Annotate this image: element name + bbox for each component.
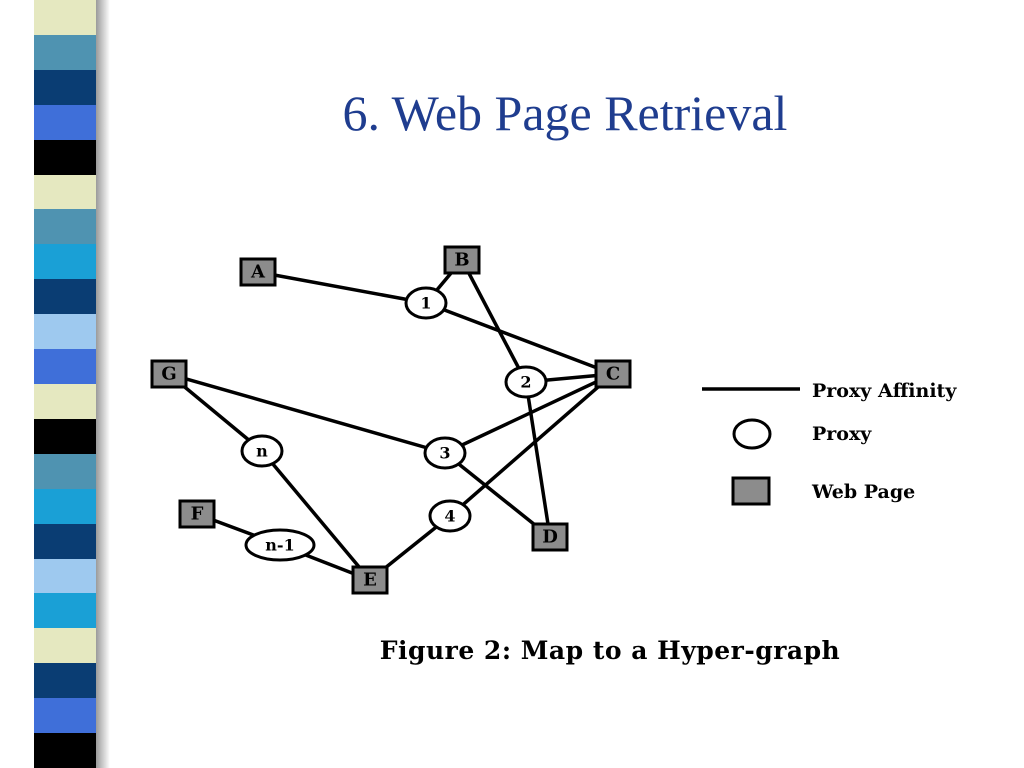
web-page-square (150, 359, 188, 389)
edge-B-p2 (460, 259, 528, 383)
stripe-segment (34, 698, 96, 734)
stripe-segment (34, 69, 96, 105)
proxy-node-p4: 4 (428, 499, 472, 533)
edge-pn-E (260, 449, 372, 582)
proxy-circle (504, 365, 548, 399)
slide-title: 6. Web Page Retrieval (342, 85, 788, 141)
legend-web-page-square (731, 476, 771, 506)
stripe-segment (34, 104, 96, 140)
proxy-label: 4 (444, 507, 455, 526)
proxy-node-p1: 1 (404, 286, 448, 320)
web-page-label: D (542, 527, 558, 548)
proxy-label: n-1 (265, 536, 294, 555)
edge-p1-C (425, 301, 614, 376)
web-page-node-F: F (178, 499, 216, 529)
stripe-segment (34, 244, 96, 280)
web-page-label: C (606, 364, 620, 385)
edge-p3-C (444, 372, 614, 455)
edge-A-p1 (257, 270, 427, 305)
proxy-circle (423, 436, 467, 470)
decorative-stripe-bar (34, 0, 96, 768)
stripe-segment (34, 383, 96, 419)
legend-proxy-affinity-label: Proxy Affinity (812, 380, 957, 402)
stripe-segment (34, 418, 96, 454)
legend-proxy-label: Proxy (812, 423, 872, 445)
web-page-node-E: E (351, 565, 389, 595)
proxy-circle (404, 286, 448, 320)
web-page-square (178, 499, 216, 529)
figure-caption: Figure 2: Map to a Hyper-graph (379, 636, 841, 665)
stripe-segment (34, 279, 96, 315)
stripe-segment (34, 558, 96, 594)
web-page-label: G (161, 364, 176, 385)
stripe-segment (34, 523, 96, 559)
stripe-segment (34, 733, 96, 768)
web-page-node-G: G (150, 359, 188, 389)
proxy-node-pn: n (240, 434, 284, 468)
web-page-square (351, 565, 389, 595)
web-page-node-D: D (531, 522, 569, 552)
stripe-shadow (96, 0, 110, 768)
web-page-node-A: A (239, 257, 277, 287)
stripe-segment (34, 663, 96, 699)
proxy-label: 2 (520, 373, 531, 392)
web-page-node-C: C (594, 359, 632, 389)
legend-web-page-label: Web Page (811, 481, 915, 503)
web-page-square (594, 359, 632, 389)
proxy-label: n (256, 442, 268, 461)
stripe-segment (34, 314, 96, 350)
legend-proxy-circle (732, 418, 772, 450)
stripe-segment (34, 139, 96, 175)
web-page-label: B (454, 250, 469, 271)
stripe-segment (34, 453, 96, 489)
web-page-node-B: B (443, 245, 481, 275)
proxy-circle (428, 499, 472, 533)
edges-layer (167, 258, 615, 582)
web-page-label: F (191, 504, 204, 525)
proxy-node-p2: 2 (504, 365, 548, 399)
web-page-label: A (250, 262, 266, 283)
web-page-square (531, 522, 569, 552)
proxy-label: 3 (439, 444, 450, 463)
proxy-circle (244, 528, 316, 562)
stripe-segment (34, 34, 96, 70)
stripe-segment (34, 488, 96, 524)
stripe-segment (34, 349, 96, 384)
stripe-segment (34, 628, 96, 664)
web-page-square (239, 257, 277, 287)
web-page-square (443, 245, 481, 275)
legend: Proxy Affinity Proxy Web Page (702, 380, 957, 506)
edge-p2-D (524, 381, 552, 538)
proxy-node-pn1: n-1 (244, 528, 316, 562)
proxy-node-p3: 3 (423, 436, 467, 470)
edge-G-p3 (168, 372, 446, 455)
nodes-layer: 1 2 3 4 n n-1 A B C G F E D (150, 245, 632, 595)
stripe-segment (34, 0, 96, 35)
stripe-segment (34, 209, 96, 245)
web-page-label: E (363, 570, 377, 591)
stripe-segment (34, 593, 96, 629)
proxy-circle (240, 434, 284, 468)
stripe-segment (34, 174, 96, 210)
edge-C-p4 (448, 372, 615, 518)
proxy-label: 1 (420, 294, 431, 313)
